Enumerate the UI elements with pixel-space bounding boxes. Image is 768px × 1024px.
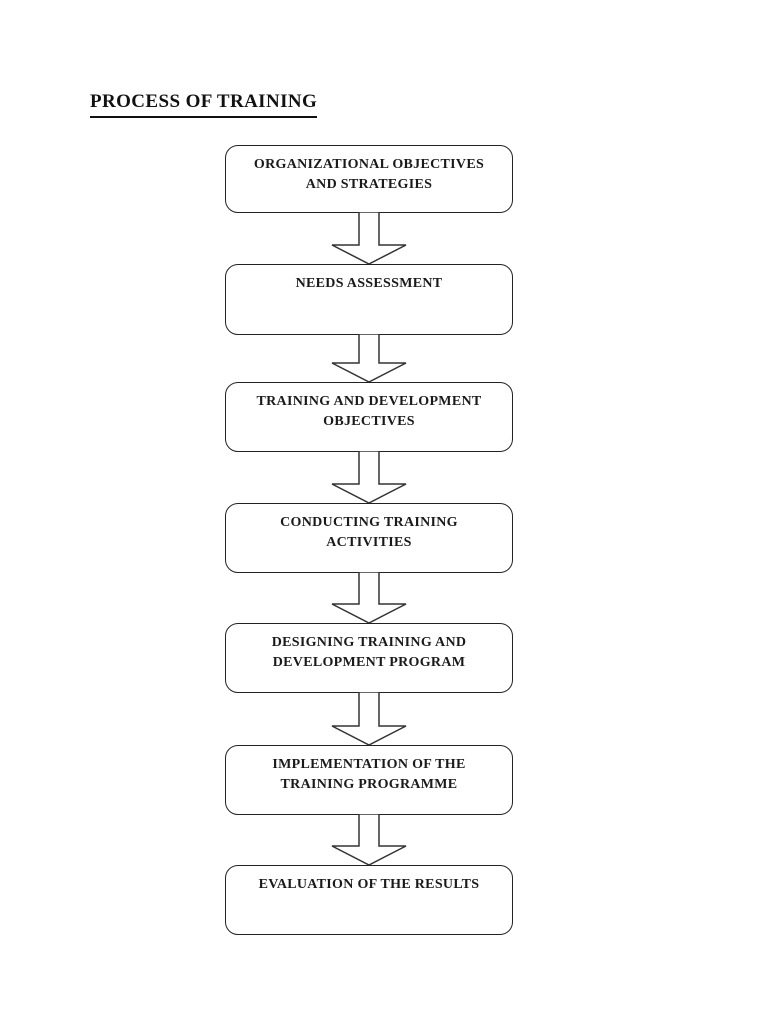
flow-step-label: IMPLEMENTATION OF THE TRAINING PROGRAMME [226,755,512,795]
flow-step-label-line: CONDUCTING TRAINING [280,515,458,530]
down-arrow-icon [331,814,407,866]
flow-step-box: CONDUCTING TRAINING ACTIVITIES [225,503,513,573]
flow-step-label-line: TRAINING AND DEVELOPMENT [256,394,482,409]
flow-step-label-line: DESIGNING TRAINING AND [271,635,467,650]
flow-step-label: ORGANIZATIONAL OBJECTIVES AND STRATEGIES [226,155,512,195]
flow-step-label-line: TRAINING PROGRAMME [280,777,458,792]
flow-step-box: ORGANIZATIONAL OBJECTIVES AND STRATEGIES [225,145,513,213]
flow-step-label: EVALUATION OF THE RESULTS [226,875,512,895]
flow-step-label: CONDUCTING TRAINING ACTIVITIES [226,513,512,553]
flow-step-box: DESIGNING TRAINING AND DEVELOPMENT PROGRA… [225,623,513,693]
flow-step-label-line: DEVELOPMENT PROGRAM [272,655,466,670]
down-arrow-icon [331,334,407,383]
flow-step-label: DESIGNING TRAINING AND DEVELOPMENT PROGRA… [226,633,512,673]
flow-step-label-line: EVALUATION OF THE RESULTS [258,877,480,892]
flow-step-label-line: IMPLEMENTATION OF THE [272,757,466,772]
down-arrow-icon [331,212,407,265]
flow-step-box: NEEDS ASSESSMENT [225,264,513,335]
flow-step-label: TRAINING AND DEVELOPMENT OBJECTIVES [226,392,512,432]
down-arrow-icon [331,451,407,504]
flow-step-box: TRAINING AND DEVELOPMENT OBJECTIVES [225,382,513,452]
down-arrow-icon [331,572,407,624]
flow-step-label-line: AND STRATEGIES [305,177,433,192]
flow-step-box: EVALUATION OF THE RESULTS [225,865,513,935]
flow-step-box: IMPLEMENTATION OF THE TRAINING PROGRAMME [225,745,513,815]
flow-step-label-line: ACTIVITIES [326,535,412,550]
flow-step-label-line: NEEDS ASSESSMENT [295,276,443,291]
page-title: PROCESS OF TRAINING [90,90,318,118]
flow-step-label: NEEDS ASSESSMENT [226,274,512,294]
down-arrow-icon [331,692,407,746]
flow-step-label-line: ORGANIZATIONAL OBJECTIVES [253,157,485,172]
flow-step-label-line: OBJECTIVES [323,414,415,429]
